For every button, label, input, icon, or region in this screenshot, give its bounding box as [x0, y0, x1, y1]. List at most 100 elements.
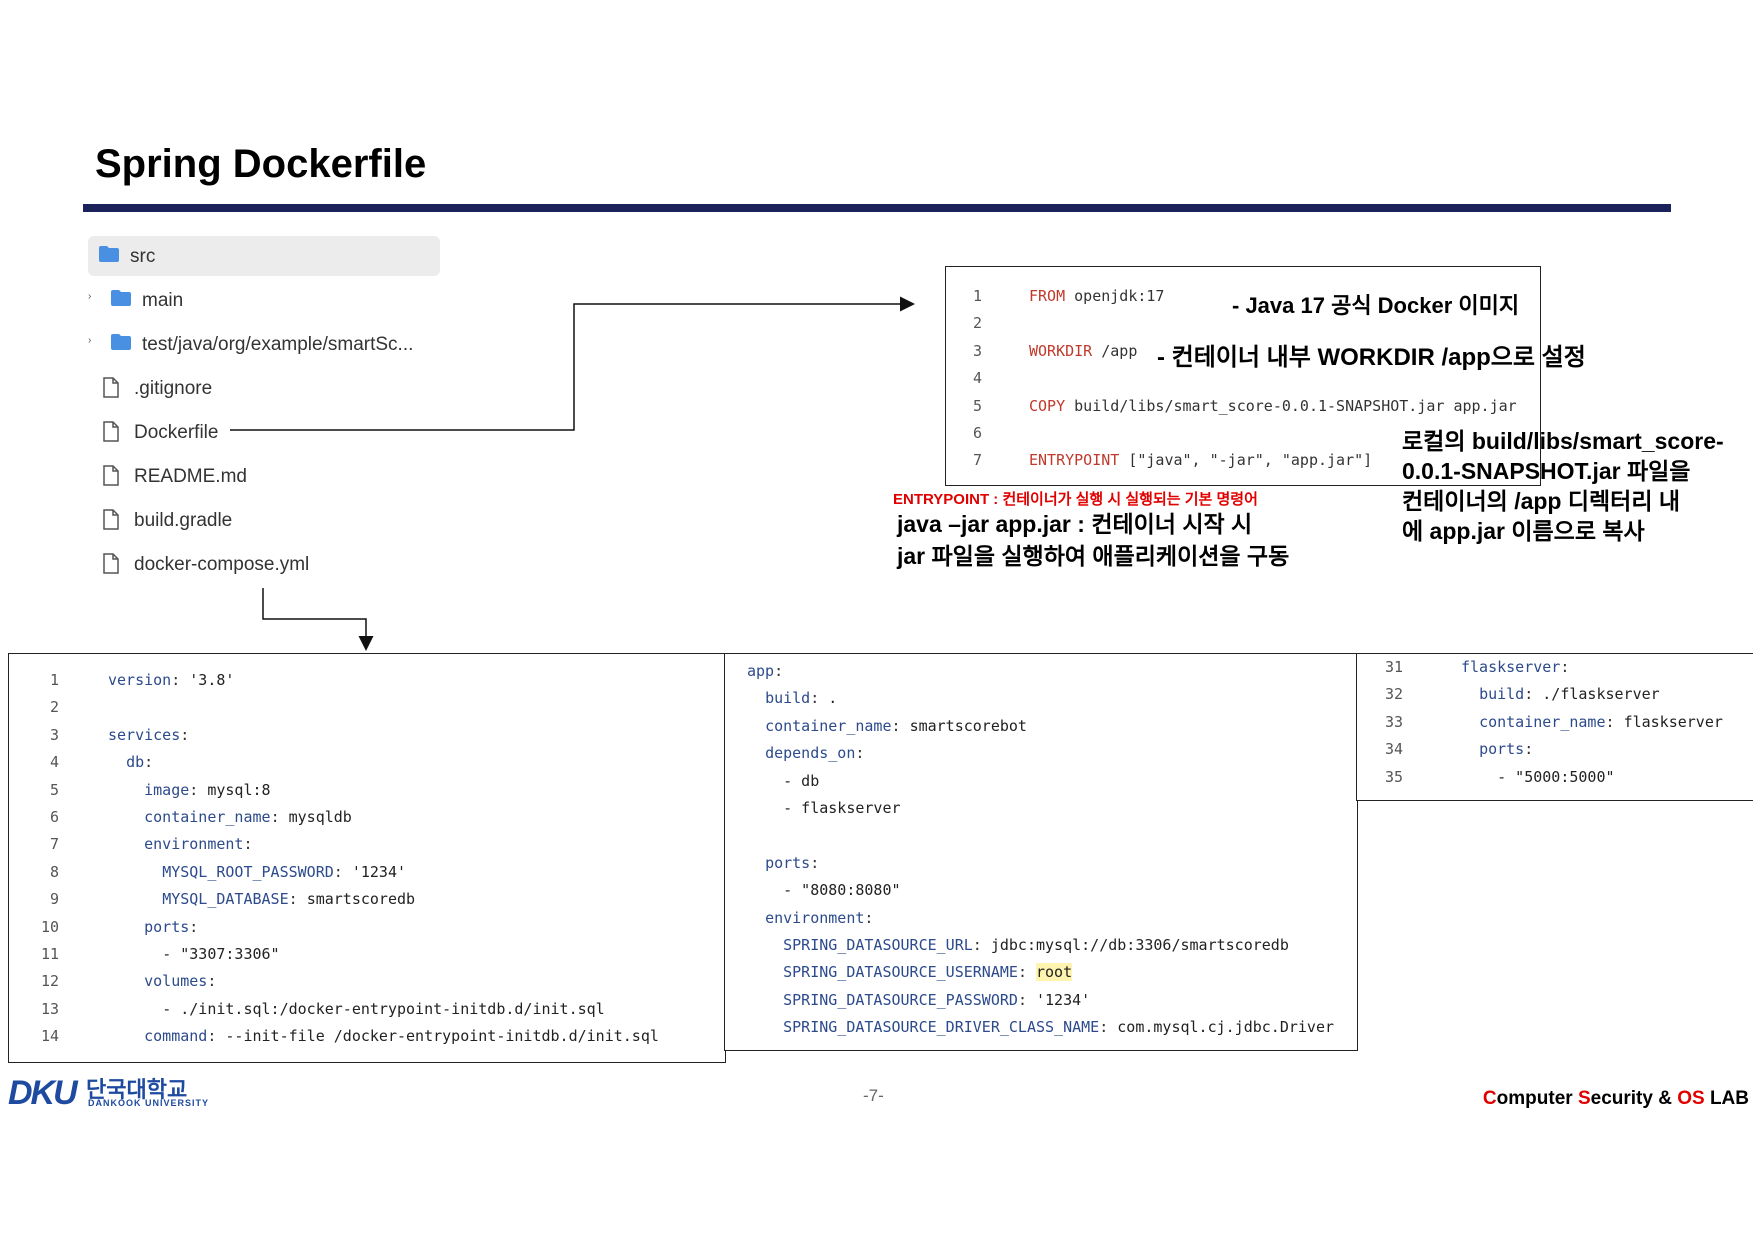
tree-item-label: Dockerfile	[134, 422, 219, 443]
code-indent	[747, 689, 765, 707]
yaml-key: volumes	[144, 972, 208, 991]
dku-logo-mark: DKU	[8, 1074, 78, 1112]
yaml-value: '3.8'	[189, 671, 235, 689]
line-number: 31	[1384, 658, 1403, 676]
code-line: app:	[747, 662, 783, 680]
line-number: 13	[40, 999, 59, 1018]
annotation-entry-line: jar 파일을 실행하여 애플리케이션을 구동	[897, 543, 1290, 569]
code-indent	[747, 881, 783, 899]
file-icon	[102, 509, 120, 537]
tree-item-label: build.gradle	[134, 510, 233, 531]
code-line: SPRING_DATASOURCE_USERNAME: root	[747, 963, 1073, 982]
line-number: 11	[40, 945, 59, 963]
code-indent	[747, 772, 783, 790]
compose-middle-pane: app: build: . container_name: smartscore…	[724, 653, 1358, 1051]
line-number: 1	[49, 671, 59, 689]
logo-english-name: DANKOOK UNIVERSITY	[88, 1098, 210, 1108]
tree-item[interactable]: src	[88, 236, 440, 276]
yaml-separator: :	[171, 671, 190, 689]
code-line: ports:	[747, 854, 819, 872]
yaml-key: ports	[765, 853, 811, 872]
dockerfile-arrow	[230, 296, 915, 431]
tree-item[interactable]: .gitignore	[88, 368, 440, 408]
line-number: 35	[1384, 767, 1403, 786]
yaml-value: - "8080:8080"	[783, 881, 901, 900]
annotation-copy-line: 로컬의 build/libs/smart_score-	[1402, 428, 1724, 454]
tree-item[interactable]: docker-compose.yml	[88, 544, 440, 584]
yaml-value: - "3307:3306"	[162, 945, 280, 963]
yaml-separator: :	[1099, 1018, 1118, 1037]
tree-item[interactable]: ›test/java/org/example/smartSc...	[88, 324, 440, 364]
code-line: container_name: flaskserver	[1461, 713, 1723, 731]
line-number: 6	[972, 424, 982, 442]
yaml-key: container_name	[1479, 712, 1606, 731]
slide-title: Spring Dockerfile	[95, 142, 427, 186]
logo-korean-name: 단국대학교	[86, 1077, 188, 1102]
yaml-value: root	[1036, 963, 1073, 982]
annotation-workdir: - 컨테이너 내부 WORKDIR /app으로 설정	[1157, 344, 1586, 371]
line-number: 6	[49, 808, 59, 826]
lab-name-part: LAB	[1704, 1088, 1749, 1109]
code-line: SPRING_DATASOURCE_URL: jdbc:mysql://db:3…	[747, 936, 1289, 954]
yaml-key: build	[765, 689, 811, 708]
code-line: services:	[108, 726, 189, 744]
line-number: 7	[972, 451, 982, 470]
code-indent	[1461, 768, 1497, 786]
yaml-separator: :	[1017, 963, 1036, 982]
line-number: 5	[972, 396, 982, 415]
yaml-key: MYSQL_ROOT_PASSWORD	[162, 862, 334, 881]
folder-icon	[110, 289, 132, 313]
annotation-from: - Java 17 공식 Docker 이미지	[1232, 293, 1520, 318]
yaml-separator: :	[1017, 990, 1036, 1009]
yaml-value: '1234'	[351, 862, 407, 881]
chevron-right-icon: ›	[88, 335, 92, 346]
tree-item[interactable]: README.md	[88, 456, 440, 496]
yaml-key: build	[1479, 685, 1525, 704]
code-line: - "8080:8080"	[747, 881, 901, 900]
annotation-copy-line: 0.0.1-SNAPSHOT.jar 파일을	[1402, 458, 1691, 484]
yaml-key: services	[108, 725, 181, 744]
line-number: 8	[49, 862, 59, 881]
yaml-key: SPRING_DATASOURCE_DRIVER_CLASS_NAME	[783, 1018, 1100, 1037]
line-number: 10	[40, 917, 59, 936]
code-indent	[108, 781, 144, 799]
code-indent	[747, 936, 783, 954]
code-indent	[108, 1027, 144, 1045]
code-line: FROM openjdk:17	[1029, 287, 1164, 305]
tree-item[interactable]: ›main	[88, 280, 440, 320]
yaml-key: MYSQL_DATABASE	[162, 890, 289, 909]
code-line: WORKDIR /app	[1029, 342, 1137, 360]
code-text: build/libs/smart_score-0.0.1-SNAPSHOT.ja…	[1065, 396, 1517, 415]
code-line: depends_on:	[747, 744, 864, 762]
code-line: - "5000:5000"	[1461, 768, 1614, 786]
code-keyword: ENTRYPOINT	[1029, 451, 1120, 470]
file-icon	[102, 377, 120, 405]
yaml-key: container_name	[144, 808, 271, 826]
yaml-value: smartscoredb	[306, 890, 416, 909]
code-line: container_name: mysqldb	[108, 808, 352, 826]
yaml-separator: :	[207, 972, 217, 991]
tree-item[interactable]: Dockerfile	[88, 412, 440, 452]
yaml-separator: :	[864, 908, 874, 927]
code-indent	[1461, 740, 1479, 758]
tree-item[interactable]: build.gradle	[88, 500, 440, 540]
line-number: 5	[49, 780, 59, 799]
line-number: 14	[40, 1027, 59, 1046]
code-indent	[747, 963, 783, 981]
code-line: MYSQL_ROOT_PASSWORD: '1234'	[108, 863, 406, 881]
file-icon	[102, 421, 120, 449]
yaml-value: ./flaskserver	[1542, 685, 1660, 704]
code-line: build: ./flaskserver	[1461, 685, 1660, 703]
code-line: MYSQL_DATABASE: smartscoredb	[108, 890, 415, 908]
lab-name-part: omputer	[1496, 1088, 1578, 1109]
compose-arrow	[262, 588, 374, 651]
yaml-key: environment	[765, 908, 865, 927]
yaml-value: .	[828, 689, 838, 708]
line-number: 7	[49, 835, 59, 854]
yaml-key: container_name	[765, 716, 892, 735]
yaml-value: smartscorebot	[909, 716, 1027, 735]
lab-name-part: OS	[1677, 1088, 1705, 1109]
yaml-key: environment	[144, 835, 244, 854]
